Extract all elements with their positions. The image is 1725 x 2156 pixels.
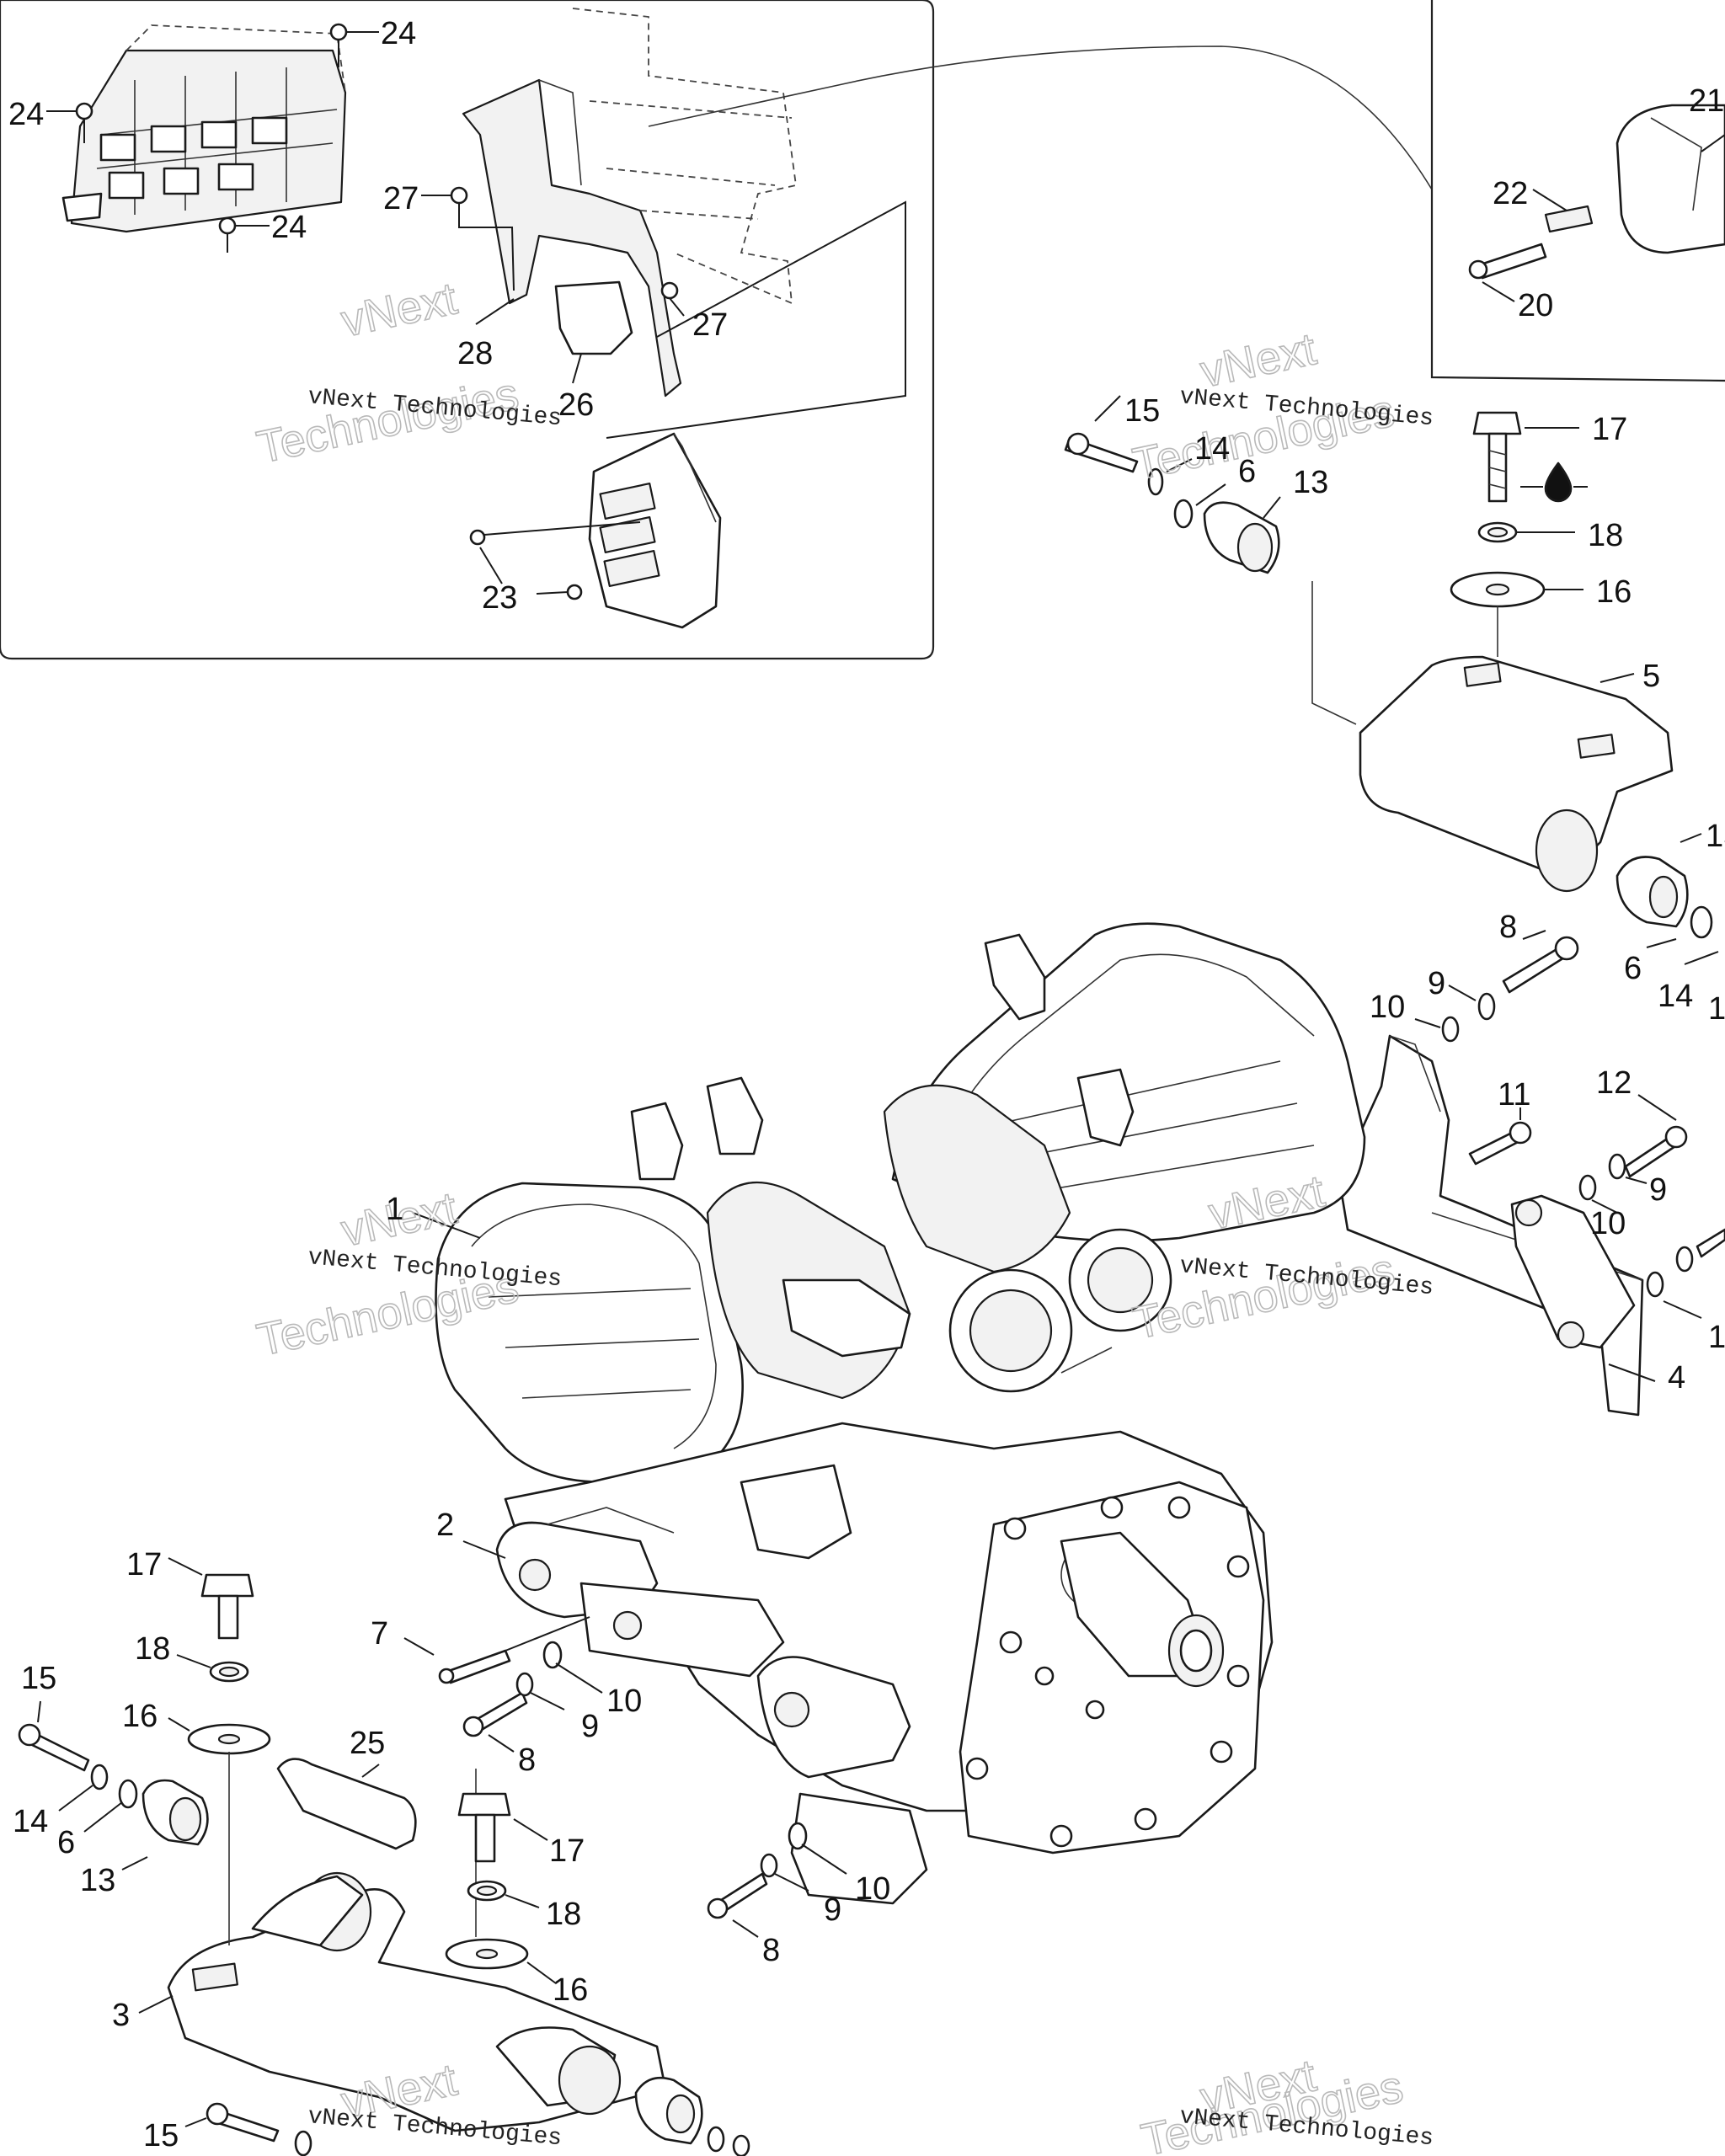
inset-electrical xyxy=(0,0,1433,660)
callout-label: 24 xyxy=(271,210,307,245)
callout-label: 16 xyxy=(1596,574,1632,610)
callout-label: 16 xyxy=(553,1972,588,2008)
callout-label: 6 xyxy=(1624,951,1642,986)
callout-label: 5 xyxy=(1642,659,1660,694)
callout-label: 21 xyxy=(1689,83,1724,119)
callout-label: 22 xyxy=(1493,176,1528,211)
oil-drop-icon xyxy=(1544,462,1573,503)
callout-label: 8 xyxy=(518,1742,536,1778)
callout-label: 14 xyxy=(1194,431,1230,467)
callout-label: 15 xyxy=(1124,393,1160,429)
callout-labels: 24 24 24 27 27 28 26 23 21 22 20 15 14 6… xyxy=(8,16,1725,2153)
callout-label: 17 xyxy=(1592,412,1627,447)
bracket-28 xyxy=(462,8,1433,398)
callout-label: 28 xyxy=(457,336,493,371)
callout-label: 27 xyxy=(383,181,419,216)
callout-label: 10 xyxy=(606,1684,642,1719)
callout-label: 23 xyxy=(482,580,517,616)
callout-label: 13 xyxy=(80,1863,115,1898)
callout-label: 20 xyxy=(1518,288,1553,323)
callout-label: 17 xyxy=(126,1547,162,1582)
callout-label: 1 xyxy=(1708,1320,1725,1355)
callout-label: 2 xyxy=(436,1508,454,1543)
callout-label: 10 xyxy=(855,1871,890,1907)
callout-label: 8 xyxy=(1499,910,1517,945)
engine-mount-right xyxy=(1338,930,1725,1417)
screw-23 xyxy=(469,529,486,546)
callout-label: 11 xyxy=(1498,1077,1530,1113)
callout-label: 9 xyxy=(824,1892,841,1928)
callout-label: 9 xyxy=(581,1709,599,1744)
callout-label: 9 xyxy=(1649,1172,1667,1208)
callout-label: 3 xyxy=(112,1998,130,2033)
engine-mount-upper xyxy=(1064,395,1719,965)
fuse-box xyxy=(61,24,347,233)
callout-label: 24 xyxy=(8,97,44,132)
callout-label: 6 xyxy=(1238,454,1256,489)
callout-label: 1 xyxy=(1708,991,1725,1027)
callout-label: 15 xyxy=(143,2118,179,2153)
callout-label: 17 xyxy=(549,1833,585,1869)
callout-label: 14 xyxy=(1658,979,1693,1014)
callout-label: 13 xyxy=(1706,819,1725,854)
callout-label: 16 xyxy=(122,1699,158,1734)
inset-frame-left xyxy=(0,0,935,660)
callout-label: 18 xyxy=(135,1631,170,1667)
nut-27 xyxy=(660,281,679,300)
callout-label: 24 xyxy=(381,16,416,51)
engine-assembly xyxy=(412,922,1366,1905)
screw-23 xyxy=(566,584,583,600)
ecm-module xyxy=(588,432,722,629)
inset-sensor xyxy=(1430,0,1725,382)
nut-27 xyxy=(450,186,468,205)
callout-label: 9 xyxy=(1428,966,1445,1001)
callout-label: 4 xyxy=(1668,1360,1685,1396)
callout-label: 25 xyxy=(350,1726,385,1761)
callout-label: 6 xyxy=(57,1825,75,1860)
callout-label: 12 xyxy=(1596,1065,1632,1101)
left-hardware xyxy=(403,1616,847,1938)
callout-label: 26 xyxy=(558,387,594,423)
callout-label: 15 xyxy=(21,1661,56,1696)
callout-label: 10 xyxy=(1370,990,1405,1025)
callout-label: 18 xyxy=(546,1897,581,1932)
callout-label: 7 xyxy=(371,1616,388,1652)
callout-label: 14 xyxy=(13,1804,48,1839)
callout-label: 27 xyxy=(692,307,728,343)
callout-label: 8 xyxy=(762,1933,780,1968)
callout-label: 13 xyxy=(1293,465,1328,500)
callout-label: 18 xyxy=(1588,518,1623,553)
screw-24 xyxy=(46,23,379,253)
watermark-big: vNext xyxy=(337,273,462,346)
callout-label: 1 xyxy=(386,1192,403,1227)
engine-mount-lower xyxy=(18,1557,750,2156)
callout-label: 10 xyxy=(1590,1206,1626,1241)
